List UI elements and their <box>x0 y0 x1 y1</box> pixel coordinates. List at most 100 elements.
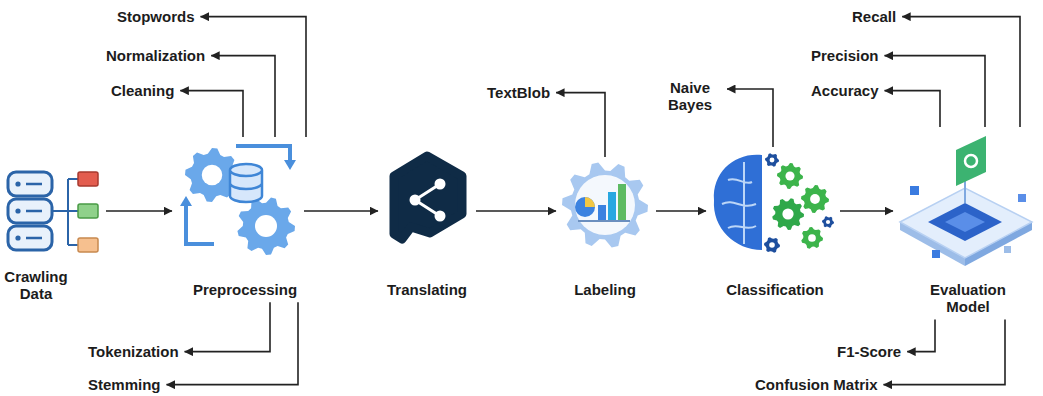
step-detail: Recall <box>851 8 897 25</box>
icon-shape <box>15 208 20 213</box>
gear-hole <box>202 165 223 186</box>
process-step: Translating <box>382 150 472 242</box>
axis-line <box>578 220 630 222</box>
process-step: Preprocessing <box>176 140 300 258</box>
step-detail: TextBlob <box>486 84 551 101</box>
flow-arrow <box>840 210 893 212</box>
gear-face <box>575 175 635 235</box>
pie-shape <box>575 197 595 217</box>
flow-arrow <box>885 91 940 127</box>
detail-label: F1-Score <box>836 343 902 360</box>
gear-shape <box>237 197 295 255</box>
detail-label: Accuracy <box>810 82 880 99</box>
icon-shape <box>932 250 940 258</box>
icon-shape <box>410 195 421 206</box>
gear-hole <box>826 220 830 224</box>
gear-hole <box>810 194 820 204</box>
gear-hole <box>785 171 794 180</box>
icon-shape <box>78 204 98 218</box>
step-label: Translating <box>372 281 482 298</box>
icon-shape <box>910 186 919 195</box>
process-step: Evaluation Model <box>897 130 1035 268</box>
step-caption: Evaluation Model <box>922 281 1014 316</box>
flow-arrow <box>907 320 935 352</box>
gear-shape <box>801 185 829 213</box>
gear-shape <box>764 237 780 252</box>
evaluation-icon <box>900 136 1032 266</box>
gear-shape <box>777 163 803 189</box>
flow-arrow <box>304 210 378 212</box>
detail-label: Tokenization <box>87 343 180 360</box>
icon-shape <box>394 156 462 239</box>
step-caption: Preprocessing <box>185 281 305 298</box>
icon-shape <box>78 172 98 186</box>
step-caption: Translating <box>372 281 482 298</box>
icon-shape <box>26 184 42 238</box>
bar-shape <box>618 184 626 220</box>
gear-hole <box>782 208 793 219</box>
flow-arrow <box>656 210 706 212</box>
detail-label: Confusion Matrix <box>754 376 879 393</box>
gear-hole <box>770 158 775 163</box>
icon-shape <box>15 181 20 186</box>
step-detail: Stemming <box>87 376 162 393</box>
step-detail: Accuracy <box>810 82 880 99</box>
step-detail: Naive Bayes <box>658 79 722 114</box>
database-shape <box>230 164 262 202</box>
step-detail: Tokenization <box>87 343 180 360</box>
database-icon <box>8 172 98 252</box>
flow-arrow <box>167 302 298 384</box>
detail-label: Normalization <box>105 47 206 64</box>
icon-shape <box>52 179 78 245</box>
gear-hole <box>808 234 816 242</box>
step-label: Evaluation Model <box>922 281 1014 316</box>
process-step: Classification <box>710 150 836 254</box>
gear-hole <box>255 215 277 237</box>
preprocessing-icon <box>180 146 296 255</box>
icon-shape <box>15 235 20 240</box>
detail-label: Precision <box>810 47 880 64</box>
flow-arrow <box>884 320 1006 385</box>
gear-shape <box>772 198 804 230</box>
labeling-icon <box>562 163 648 248</box>
translating-icon <box>394 156 462 239</box>
bar-shape <box>598 205 606 220</box>
icon-shape <box>180 196 192 206</box>
flow-arrow <box>106 210 172 212</box>
flow-arrow <box>185 302 270 351</box>
step-label: Labeling <box>555 281 655 298</box>
detail-label: TextBlob <box>486 84 551 101</box>
flow-arrow <box>201 17 307 137</box>
icon-shape <box>435 179 446 190</box>
step-label: Crawling Data <box>2 268 70 303</box>
icon-shape <box>945 212 985 232</box>
flow-arrow <box>902 17 1020 127</box>
classification-icon <box>714 153 834 253</box>
flow-arrow <box>180 91 243 137</box>
step-label: Preprocessing <box>185 281 305 298</box>
icon-shape <box>1018 194 1026 202</box>
step-detail: Normalization <box>105 47 206 64</box>
flow-arrow <box>885 56 985 127</box>
gear-shape <box>765 153 779 167</box>
icon-shape <box>1004 246 1011 253</box>
gear-shape <box>562 163 648 248</box>
flow-arrow <box>727 89 773 147</box>
icon-shape <box>956 136 986 186</box>
detail-label: Stopwords <box>116 8 196 25</box>
gear-shape <box>822 216 834 228</box>
icon-shape <box>186 200 214 244</box>
icon-shape <box>965 155 977 167</box>
flow-arrow <box>556 93 605 157</box>
step-caption: Crawling Data <box>2 268 70 303</box>
step-label: Classification <box>715 281 835 298</box>
step-caption: Classification <box>715 281 835 298</box>
bar-shape <box>608 192 616 220</box>
step-detail: Confusion Matrix <box>754 376 879 393</box>
detail-label: Stemming <box>87 376 162 393</box>
step-detail: Cleaning <box>110 82 175 99</box>
step-detail: Precision <box>810 47 880 64</box>
detail-label: Naive Bayes <box>658 79 722 114</box>
step-caption: Labeling <box>555 281 655 298</box>
pie-slice <box>585 197 595 207</box>
